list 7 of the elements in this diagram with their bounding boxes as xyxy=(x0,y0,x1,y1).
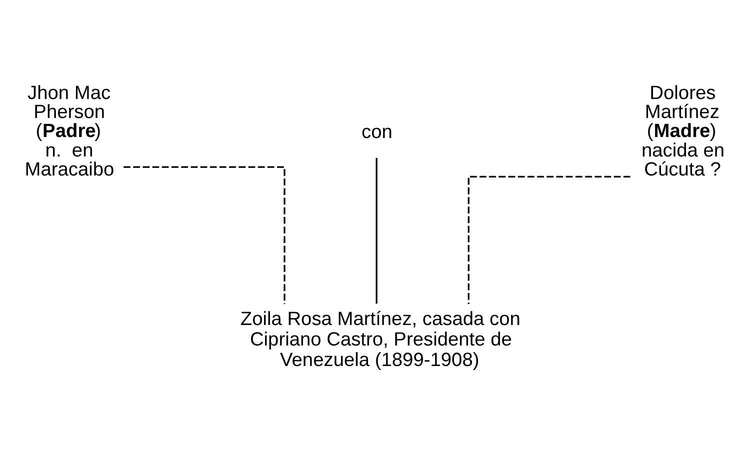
connector xyxy=(124,166,286,304)
node-text: Zoila Rosa Martínez, casada con Cipriano Castro, Presidente de Venezuela (1899-1908) xyxy=(240,308,520,370)
connector xyxy=(468,175,630,304)
connector xyxy=(376,157,378,304)
node-text: Jhon Mac Pherson (Padre) n. en Maracaibo xyxy=(24,82,114,180)
node-text: Dolores Martínez (Madre) nacida en Cúcuta ? xyxy=(641,82,725,180)
node-text: con xyxy=(362,121,392,142)
